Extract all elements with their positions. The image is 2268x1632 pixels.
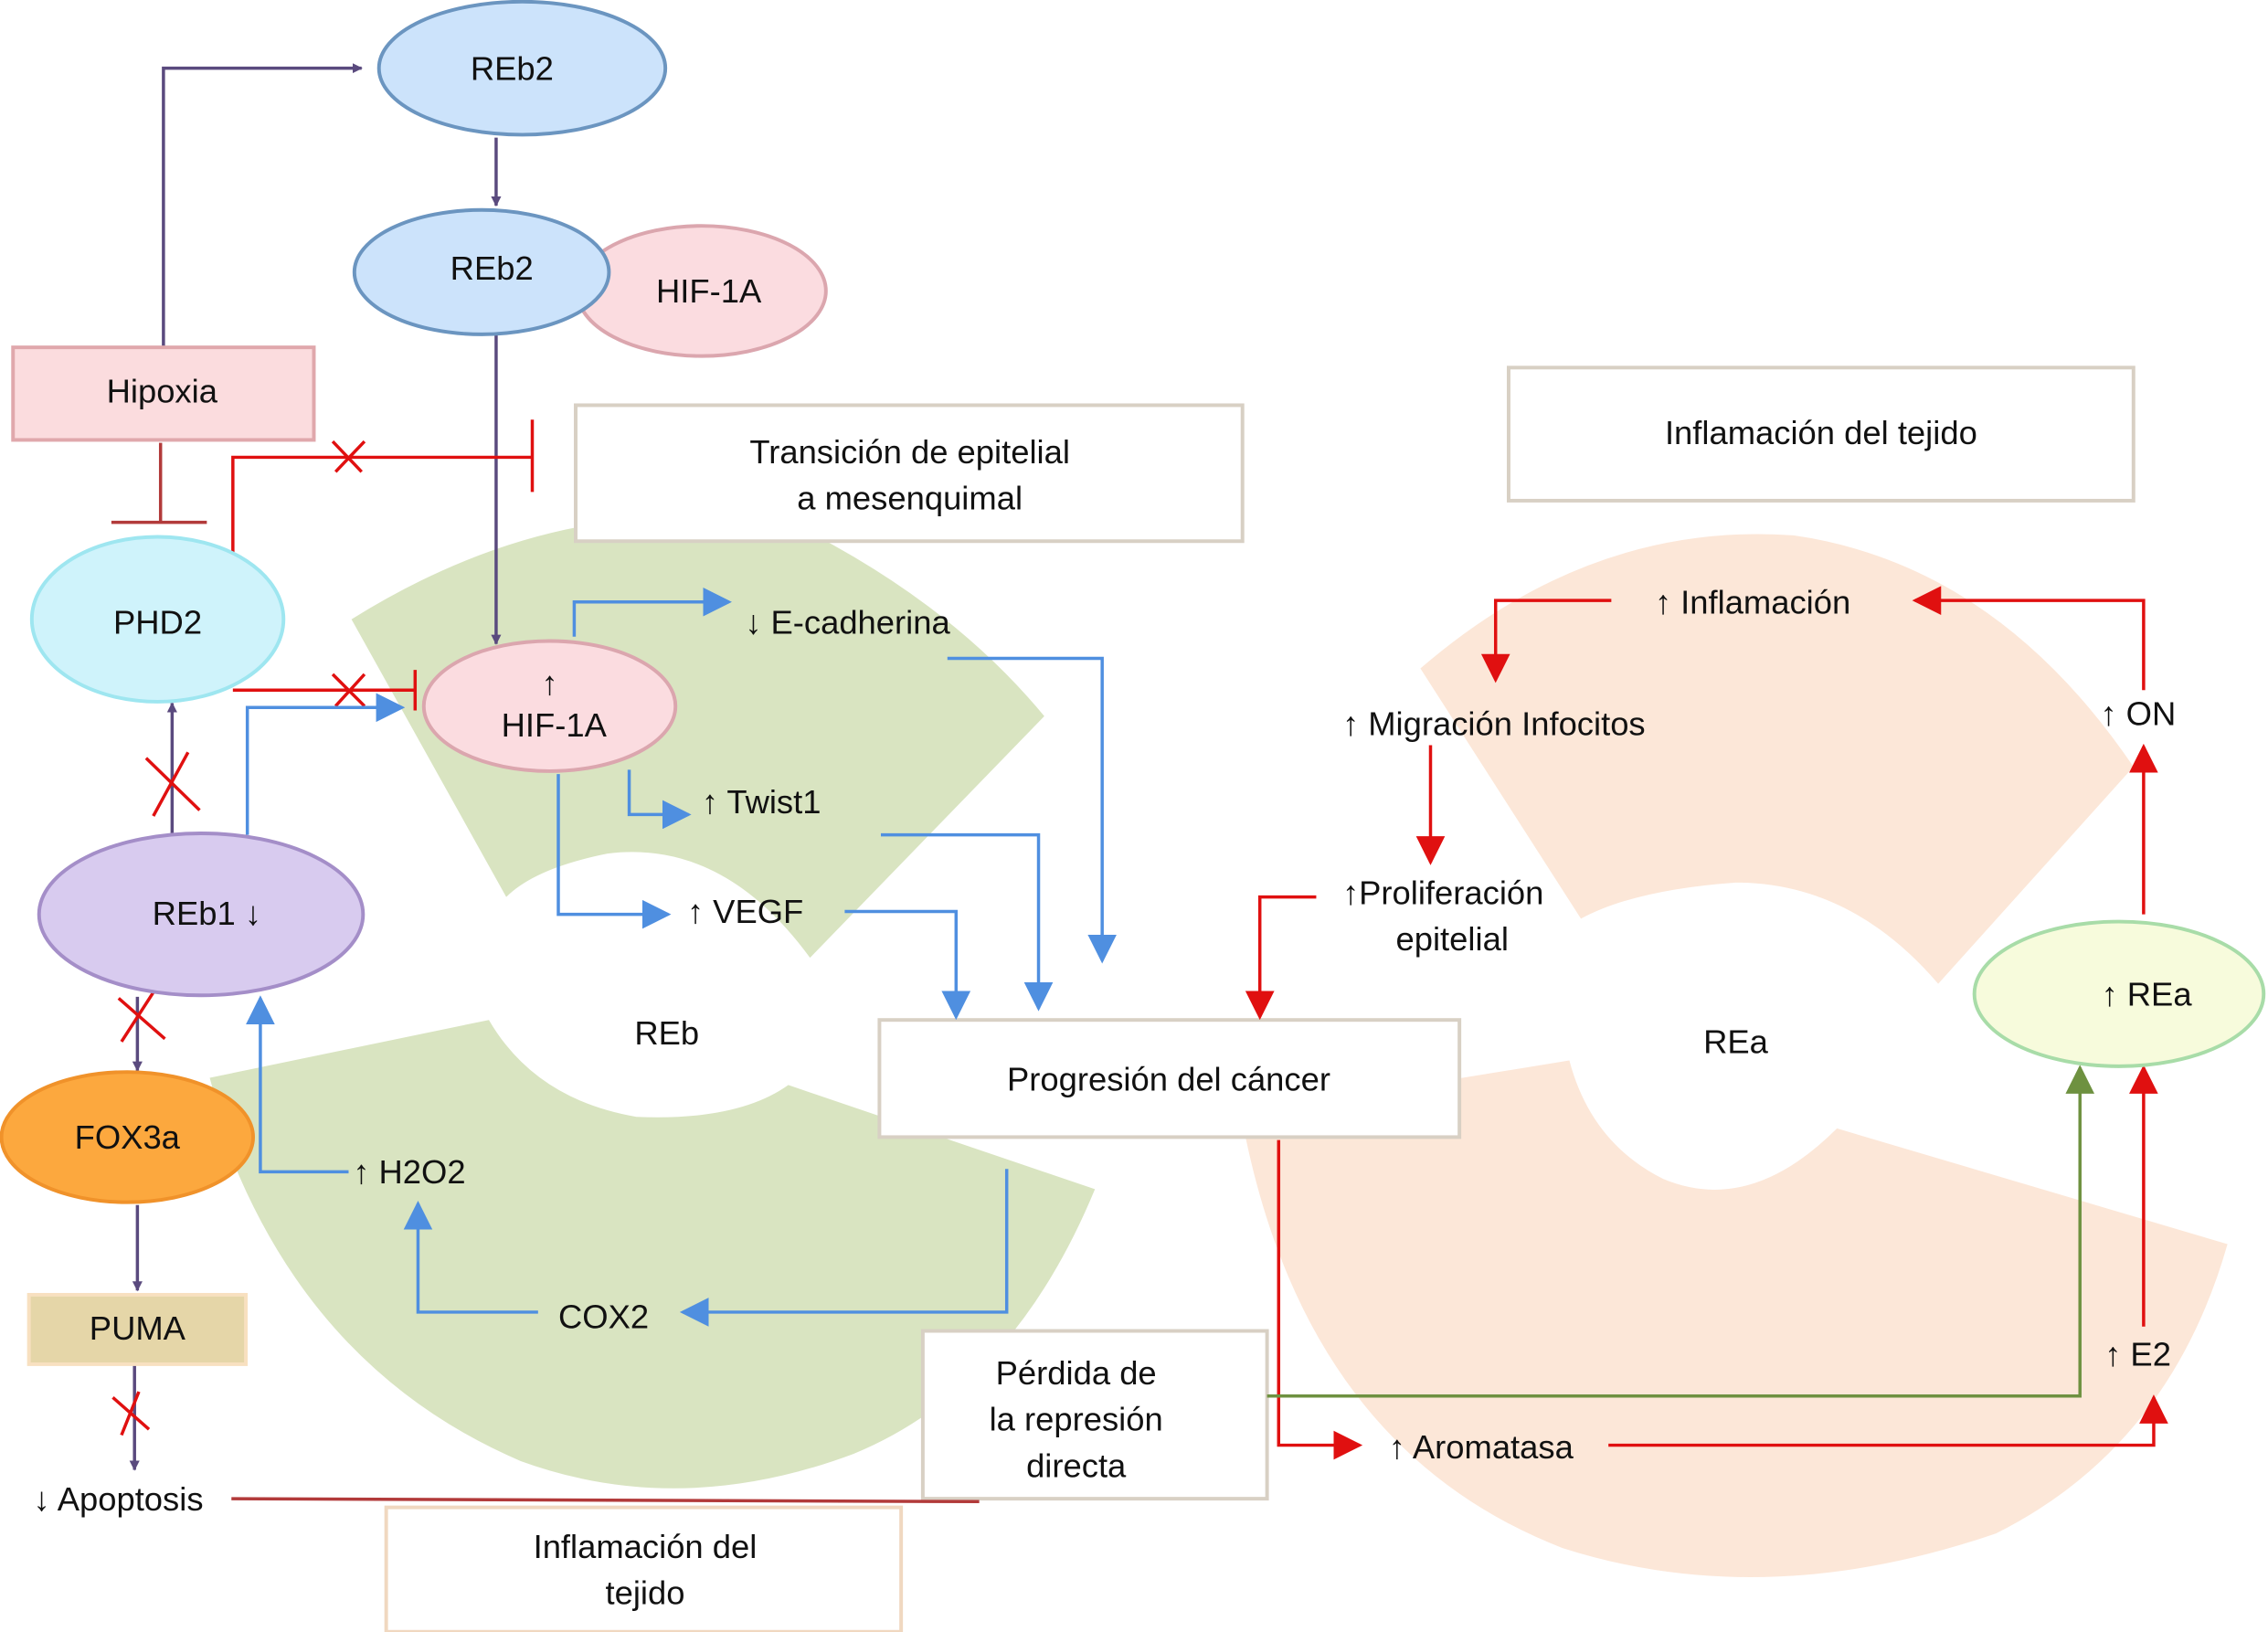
label-e-cadherina: ↓ E-cadherina: [745, 604, 950, 641]
label-e2: ↑ E2: [2104, 1336, 2171, 1373]
label-on: ↑ ON: [2100, 694, 2176, 732]
inflamacion-bottom-line-1: Inflamación del: [534, 1528, 758, 1565]
transicion-line-2: a mesenquimal: [797, 479, 1023, 516]
x-mark-reb1-phd2: [144, 751, 201, 817]
node-puma[interactable]: PUMA: [26, 1292, 249, 1366]
free-labels: ↓ E-cadherina ↑ Twist1 ↑ VEGF ↑ H2O2 COX…: [33, 583, 2176, 1517]
x-mark-phd2-hif1a: [331, 673, 366, 707]
hipoxia-label: Hipoxia: [107, 372, 218, 409]
hif1a-up-arrow: ↑: [541, 664, 557, 702]
node-rea[interactable]: ↑ REa: [1972, 919, 2266, 1068]
label-h2o2: ↑ H2O2: [353, 1153, 465, 1191]
label-proliferacion-2: epitelial: [1396, 920, 1509, 958]
perdida-line-1: Pérdida de: [996, 1354, 1157, 1392]
node-hif1a-complex[interactable]: HIF-1A: [575, 224, 828, 358]
node-hipoxia[interactable]: Hipoxia: [11, 345, 316, 442]
arrow-hipoxia-to-reb2: [162, 63, 363, 346]
node-fox3a[interactable]: FOX3a: [0, 1070, 255, 1204]
inflamacion-top-box: Inflamación del tejido: [1506, 366, 2136, 503]
perdida-line-2: la represión: [990, 1401, 1163, 1438]
arrow-vegf-to-progresion: [844, 909, 971, 1021]
label-twist1: ↑ Twist1: [702, 783, 821, 821]
inhibit-hipoxia-phd2: [111, 442, 207, 525]
x-mark-puma-apoptosis: [111, 1391, 151, 1436]
perdida-box: Pérdida de la represión directa: [920, 1329, 1269, 1501]
red-arrows: [1245, 586, 2168, 1460]
x-mark-phd2-transicion: [331, 440, 366, 473]
arrow-on-to-inflamacion: [1912, 586, 2146, 691]
perdida-line-3: directa: [1026, 1447, 1127, 1484]
arrow-ecadherina-to-progresion: [947, 656, 1118, 964]
x-mark-reb1-fox3a: [117, 991, 166, 1043]
arrow-twist1-to-progresion: [880, 832, 1054, 1012]
inhibition-lines: [111, 419, 980, 1504]
arrow-perdida-to-rea: [1266, 1065, 2095, 1398]
label-apoptosis: ↓ Apoptosis: [33, 1480, 203, 1518]
label-cox2: COX2: [558, 1298, 649, 1335]
rea-region-lower-wedge: [1241, 1060, 2228, 1578]
arrow-inflamacion-to-migracion: [1480, 599, 1612, 684]
node-reb2-complex[interactable]: REb2: [352, 207, 611, 336]
reb2-top-label: REb2: [471, 49, 554, 87]
rea-region-upper-wedge: [1420, 534, 2134, 984]
reb2-complex-label: REb2: [450, 249, 534, 287]
node-hif1a-up[interactable]: ↑ HIF-1A: [421, 639, 678, 773]
arrow-reb1-to-hif1a: [245, 693, 406, 835]
arrow-cox2-to-h2o2: [403, 1201, 538, 1314]
rea-label: ↑ REa: [2101, 975, 2192, 1012]
phd2-label: PHD2: [113, 604, 202, 641]
arrow-progresion-to-aromatasa: [1277, 1139, 1363, 1460]
arrow-hif1a-to-ecadherina: [572, 587, 732, 637]
rea-region: [1241, 534, 2228, 1578]
node-reb1[interactable]: REb1 ↓: [37, 832, 366, 998]
arrow-proliferacion-to-progresion: [1245, 895, 1317, 1021]
reb-region-upper-wedge: [351, 516, 1044, 959]
inflamacion-top-text: Inflamación del tejido: [1665, 414, 1977, 451]
label-proliferacion-1: ↑Proliferación: [1342, 874, 1543, 912]
arrow-hif1a-to-twist1: [627, 769, 692, 830]
progresion-box: Progresión del cáncer: [877, 1018, 1462, 1139]
reb-region-label: REb: [634, 1014, 699, 1052]
label-inflamacion: ↑ Inflamación: [1655, 583, 1850, 620]
arrow-progresion-to-cox2: [679, 1169, 1009, 1327]
inhibit-phd2-hif1a: [232, 670, 418, 711]
arrow-aromatasa-to-e2: [1608, 1394, 2168, 1447]
blue-arrows: [245, 587, 1118, 1327]
inhibit-phd2-transicion: [231, 419, 535, 555]
node-reb2-top[interactable]: REb2: [376, 0, 668, 137]
label-migracion: ↑ Migración Infocitos: [1342, 705, 1646, 742]
node-phd2[interactable]: PHD2: [29, 535, 286, 704]
label-aromatasa: ↑ Aromatasa: [1389, 1428, 1574, 1466]
arrow-h2o2-to-reb1: [246, 995, 349, 1174]
inflamacion-bottom-box: Inflamación del tejido: [384, 1505, 904, 1632]
arrow-hif1a-to-vegf: [556, 774, 672, 929]
rea-region-label: REa: [1703, 1023, 1769, 1061]
hif1a-complex-label: HIF-1A: [656, 272, 762, 310]
label-vegf: ↑ VEGF: [687, 893, 803, 930]
line-apoptosis-perdida: [231, 1497, 980, 1504]
reb-region: [209, 516, 1096, 1489]
puma-label: PUMA: [90, 1309, 186, 1347]
progresion-text: Progresión del cáncer: [1007, 1061, 1330, 1098]
transicion-line-1: Transición de epitelial: [749, 433, 1070, 471]
reb-region-lower-wedge: [209, 1020, 1096, 1489]
inflamacion-bottom-line-2: tejido: [605, 1574, 684, 1612]
reb1-label: REb1 ↓: [153, 895, 261, 932]
transicion-box: Transición de epitelial a mesenquimal: [574, 403, 1245, 544]
fox3a-label: FOX3a: [75, 1118, 181, 1156]
green-arrows: [1266, 1065, 2095, 1398]
hif1a-up-label: HIF-1A: [502, 706, 608, 744]
